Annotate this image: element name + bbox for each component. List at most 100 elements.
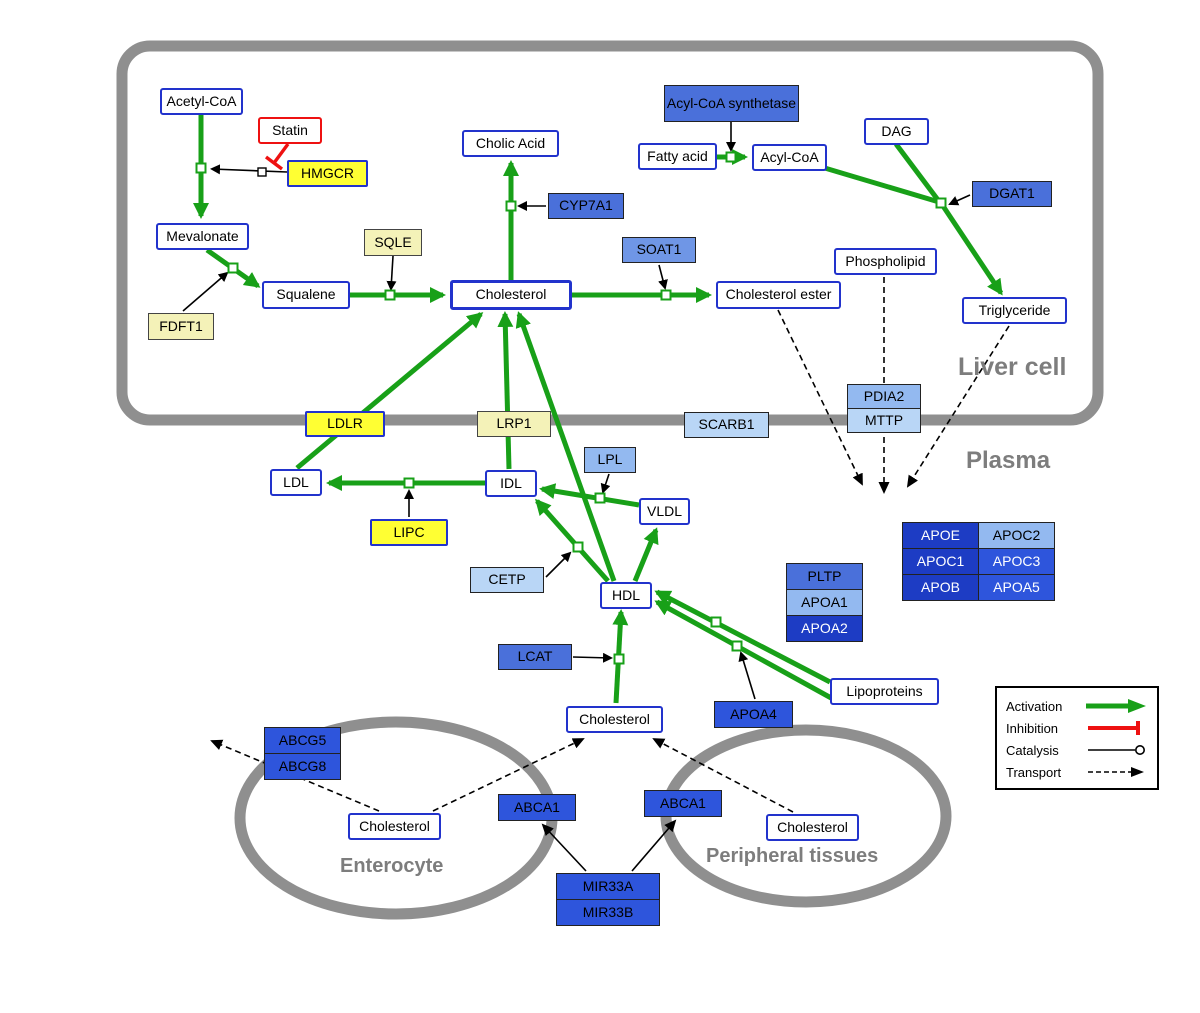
node-ldl[interactable]: LDL xyxy=(270,469,322,496)
inhibition-tbar xyxy=(264,155,284,171)
node-acetyl-coa[interactable]: Acetyl-CoA xyxy=(160,88,243,115)
node-dag[interactable]: DAG xyxy=(864,118,929,145)
reaction-node xyxy=(195,162,207,174)
edge-hdl-vldl xyxy=(632,527,659,582)
node-apoe[interactable]: APOE xyxy=(902,522,979,549)
catalysis-dgat1 xyxy=(948,194,971,206)
node-acyl-coa-synthetase[interactable]: Acyl-CoA synthetase xyxy=(664,85,799,122)
node-hmgcr[interactable]: HMGCR xyxy=(287,160,368,187)
node-triglyceride[interactable]: Triglyceride xyxy=(962,297,1067,324)
node-ldlr[interactable]: LDLR xyxy=(305,411,385,437)
reaction-node xyxy=(403,477,415,489)
node-pltp[interactable]: PLTP xyxy=(786,563,863,590)
edge-acylcoa-dgat1node xyxy=(817,163,940,205)
node-apoa4[interactable]: APOA4 xyxy=(714,701,793,728)
node-lcat[interactable]: LCAT xyxy=(498,644,572,670)
reaction-node xyxy=(725,151,737,163)
node-cholesterol-liver[interactable]: Cholesterol xyxy=(450,280,572,310)
node-lipc[interactable]: LIPC xyxy=(370,519,448,546)
catalysis-sqle xyxy=(386,255,397,291)
reaction-node xyxy=(731,640,743,652)
edge-lipoproteins-hdl-lower xyxy=(654,599,835,702)
edge-ldl-cholesterol-via-ldlr xyxy=(295,312,484,470)
node-vldl[interactable]: VLDL xyxy=(639,498,690,525)
catalysis-lcat xyxy=(572,652,613,663)
legend-row-activation: Activation xyxy=(1006,695,1148,717)
inhibition-edge-statin-hmgcr xyxy=(264,142,290,171)
catalysis-apoa4 xyxy=(738,651,756,700)
node-apoa1[interactable]: APOA1 xyxy=(786,589,863,616)
node-mir33b[interactable]: MIR33B xyxy=(556,899,660,926)
node-apoa5[interactable]: APOA5 xyxy=(978,574,1055,601)
edge-lipoproteins-hdl-upper xyxy=(654,589,832,685)
legend-transport-arrow-icon xyxy=(1088,767,1144,777)
node-squalene[interactable]: Squalene xyxy=(262,281,350,309)
node-acyl-coa[interactable]: Acyl-CoA xyxy=(752,144,827,171)
edge-dag-dgat1node xyxy=(894,142,940,202)
catalysis-edges xyxy=(182,122,971,872)
node-phospholipid[interactable]: Phospholipid xyxy=(834,248,937,275)
liver-cell-label: Liver cell xyxy=(958,353,1067,381)
reaction-node xyxy=(613,653,625,665)
legend-row-inhibition: Inhibition xyxy=(1006,717,1148,739)
legend-catalysis-label: Catalysis xyxy=(1006,742,1059,758)
transport-cholesterol-peripheral-plasma xyxy=(652,738,794,813)
reaction-node xyxy=(935,197,947,209)
legend-activation-arrow-icon xyxy=(1086,699,1146,713)
edge-hdl-cholesterol-liver xyxy=(515,311,617,582)
legend-catalysis-circle-icon xyxy=(1088,745,1145,755)
reaction-node xyxy=(660,289,672,301)
node-pdia2[interactable]: PDIA2 xyxy=(847,384,921,409)
node-cetp[interactable]: CETP xyxy=(470,567,544,593)
node-hdl[interactable]: HDL xyxy=(600,582,652,609)
node-cholic-acid[interactable]: Cholic Acid xyxy=(462,130,559,157)
legend-row-transport: Transport xyxy=(1006,761,1148,783)
node-abca1-enterocyte[interactable]: ABCA1 xyxy=(498,794,576,821)
reaction-node xyxy=(710,616,722,628)
node-statin[interactable]: Statin xyxy=(258,117,322,144)
node-soat1[interactable]: SOAT1 xyxy=(622,237,696,263)
node-abcg5[interactable]: ABCG5 xyxy=(264,727,341,754)
transport-triglyceride-plasma xyxy=(906,325,1010,488)
node-fdft1[interactable]: FDFT1 xyxy=(148,313,214,340)
reaction-node xyxy=(227,262,239,274)
node-mttp[interactable]: MTTP xyxy=(847,408,921,433)
legend-inhibition-label: Inhibition xyxy=(1006,720,1059,736)
node-cyp7a1[interactable]: CYP7A1 xyxy=(548,193,624,219)
node-apoc1[interactable]: APOC1 xyxy=(902,548,979,575)
node-dgat1[interactable]: DGAT1 xyxy=(972,181,1052,207)
enterocyte-label: Enterocyte xyxy=(340,855,444,877)
node-abca1-peripheral[interactable]: ABCA1 xyxy=(644,790,722,817)
catalysis-site-hmgcr xyxy=(257,167,267,177)
transport-cholesterol-enterocyte-plasma xyxy=(432,738,585,812)
catalysis-lpl xyxy=(600,473,611,494)
node-cholesterol-peripheral[interactable]: Cholesterol xyxy=(766,814,859,841)
node-apoc2[interactable]: APOC2 xyxy=(978,522,1055,549)
node-cholesterol-ester[interactable]: Cholesterol ester xyxy=(716,281,841,309)
node-apob[interactable]: APOB xyxy=(902,574,979,601)
node-lpl[interactable]: LPL xyxy=(584,447,636,473)
node-cholesterol-plasma[interactable]: Cholesterol xyxy=(566,706,663,733)
node-lipoproteins[interactable]: Lipoproteins xyxy=(830,678,939,705)
node-idl[interactable]: IDL xyxy=(485,470,537,497)
edge-vldl-idl-via-lpl xyxy=(539,483,640,508)
reaction-node xyxy=(505,200,517,212)
node-mevalonate[interactable]: Mevalonate xyxy=(156,223,249,250)
legend-inhibition-tbar-icon xyxy=(1088,721,1140,735)
node-abcg8[interactable]: ABCG8 xyxy=(264,753,341,780)
node-scarb1[interactable]: SCARB1 xyxy=(684,412,769,438)
legend-activation-label: Activation xyxy=(1006,698,1063,714)
node-sqle[interactable]: SQLE xyxy=(364,229,422,256)
node-apoa2[interactable]: APOA2 xyxy=(786,615,863,642)
node-cholesterol-enterocyte[interactable]: Cholesterol xyxy=(348,813,441,840)
node-mir33a[interactable]: MIR33A xyxy=(556,873,660,900)
legend-row-catalysis: Catalysis xyxy=(1006,739,1148,761)
node-lrp1[interactable]: LRP1 xyxy=(477,411,551,437)
catalysis-fdft1 xyxy=(182,271,229,312)
node-apoc3[interactable]: APOC3 xyxy=(978,548,1055,575)
node-fatty-acid[interactable]: Fatty acid xyxy=(638,143,717,170)
regulation-mir33-abca1-right xyxy=(631,819,677,872)
reaction-node xyxy=(384,289,396,301)
